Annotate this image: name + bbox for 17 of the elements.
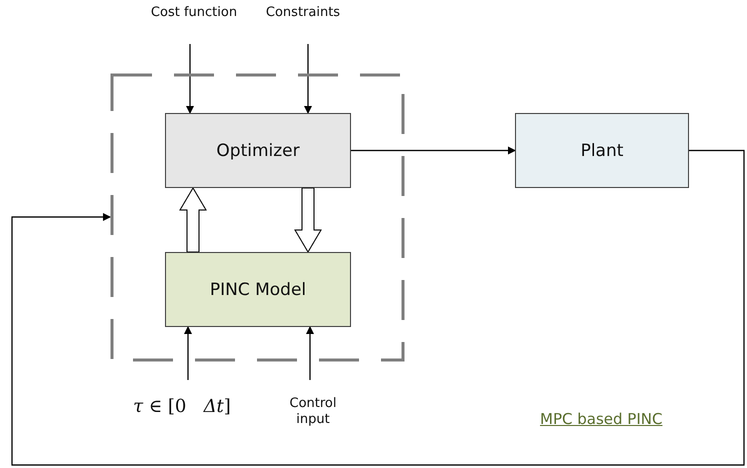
arrow	[304, 44, 312, 114]
process-box: Optimizer	[165, 113, 351, 188]
arrow	[306, 326, 314, 380]
process-box: PINC Model	[165, 252, 351, 327]
caption-link: MPC based PINC	[540, 410, 662, 428]
dashed-boundary	[110, 73, 405, 362]
arrow	[11, 150, 745, 466]
process-box: Plant	[515, 113, 689, 188]
block-arrow	[294, 188, 322, 253]
input-label: Cost function	[140, 5, 248, 44]
input-label: Constraints	[253, 5, 353, 44]
arrow	[351, 146, 516, 154]
math-label: τ ∈ [0 Δt]	[112, 380, 252, 430]
input-label: Control input	[280, 380, 346, 435]
arrow	[186, 44, 194, 114]
arrow	[184, 326, 192, 380]
block-arrow	[179, 187, 207, 252]
